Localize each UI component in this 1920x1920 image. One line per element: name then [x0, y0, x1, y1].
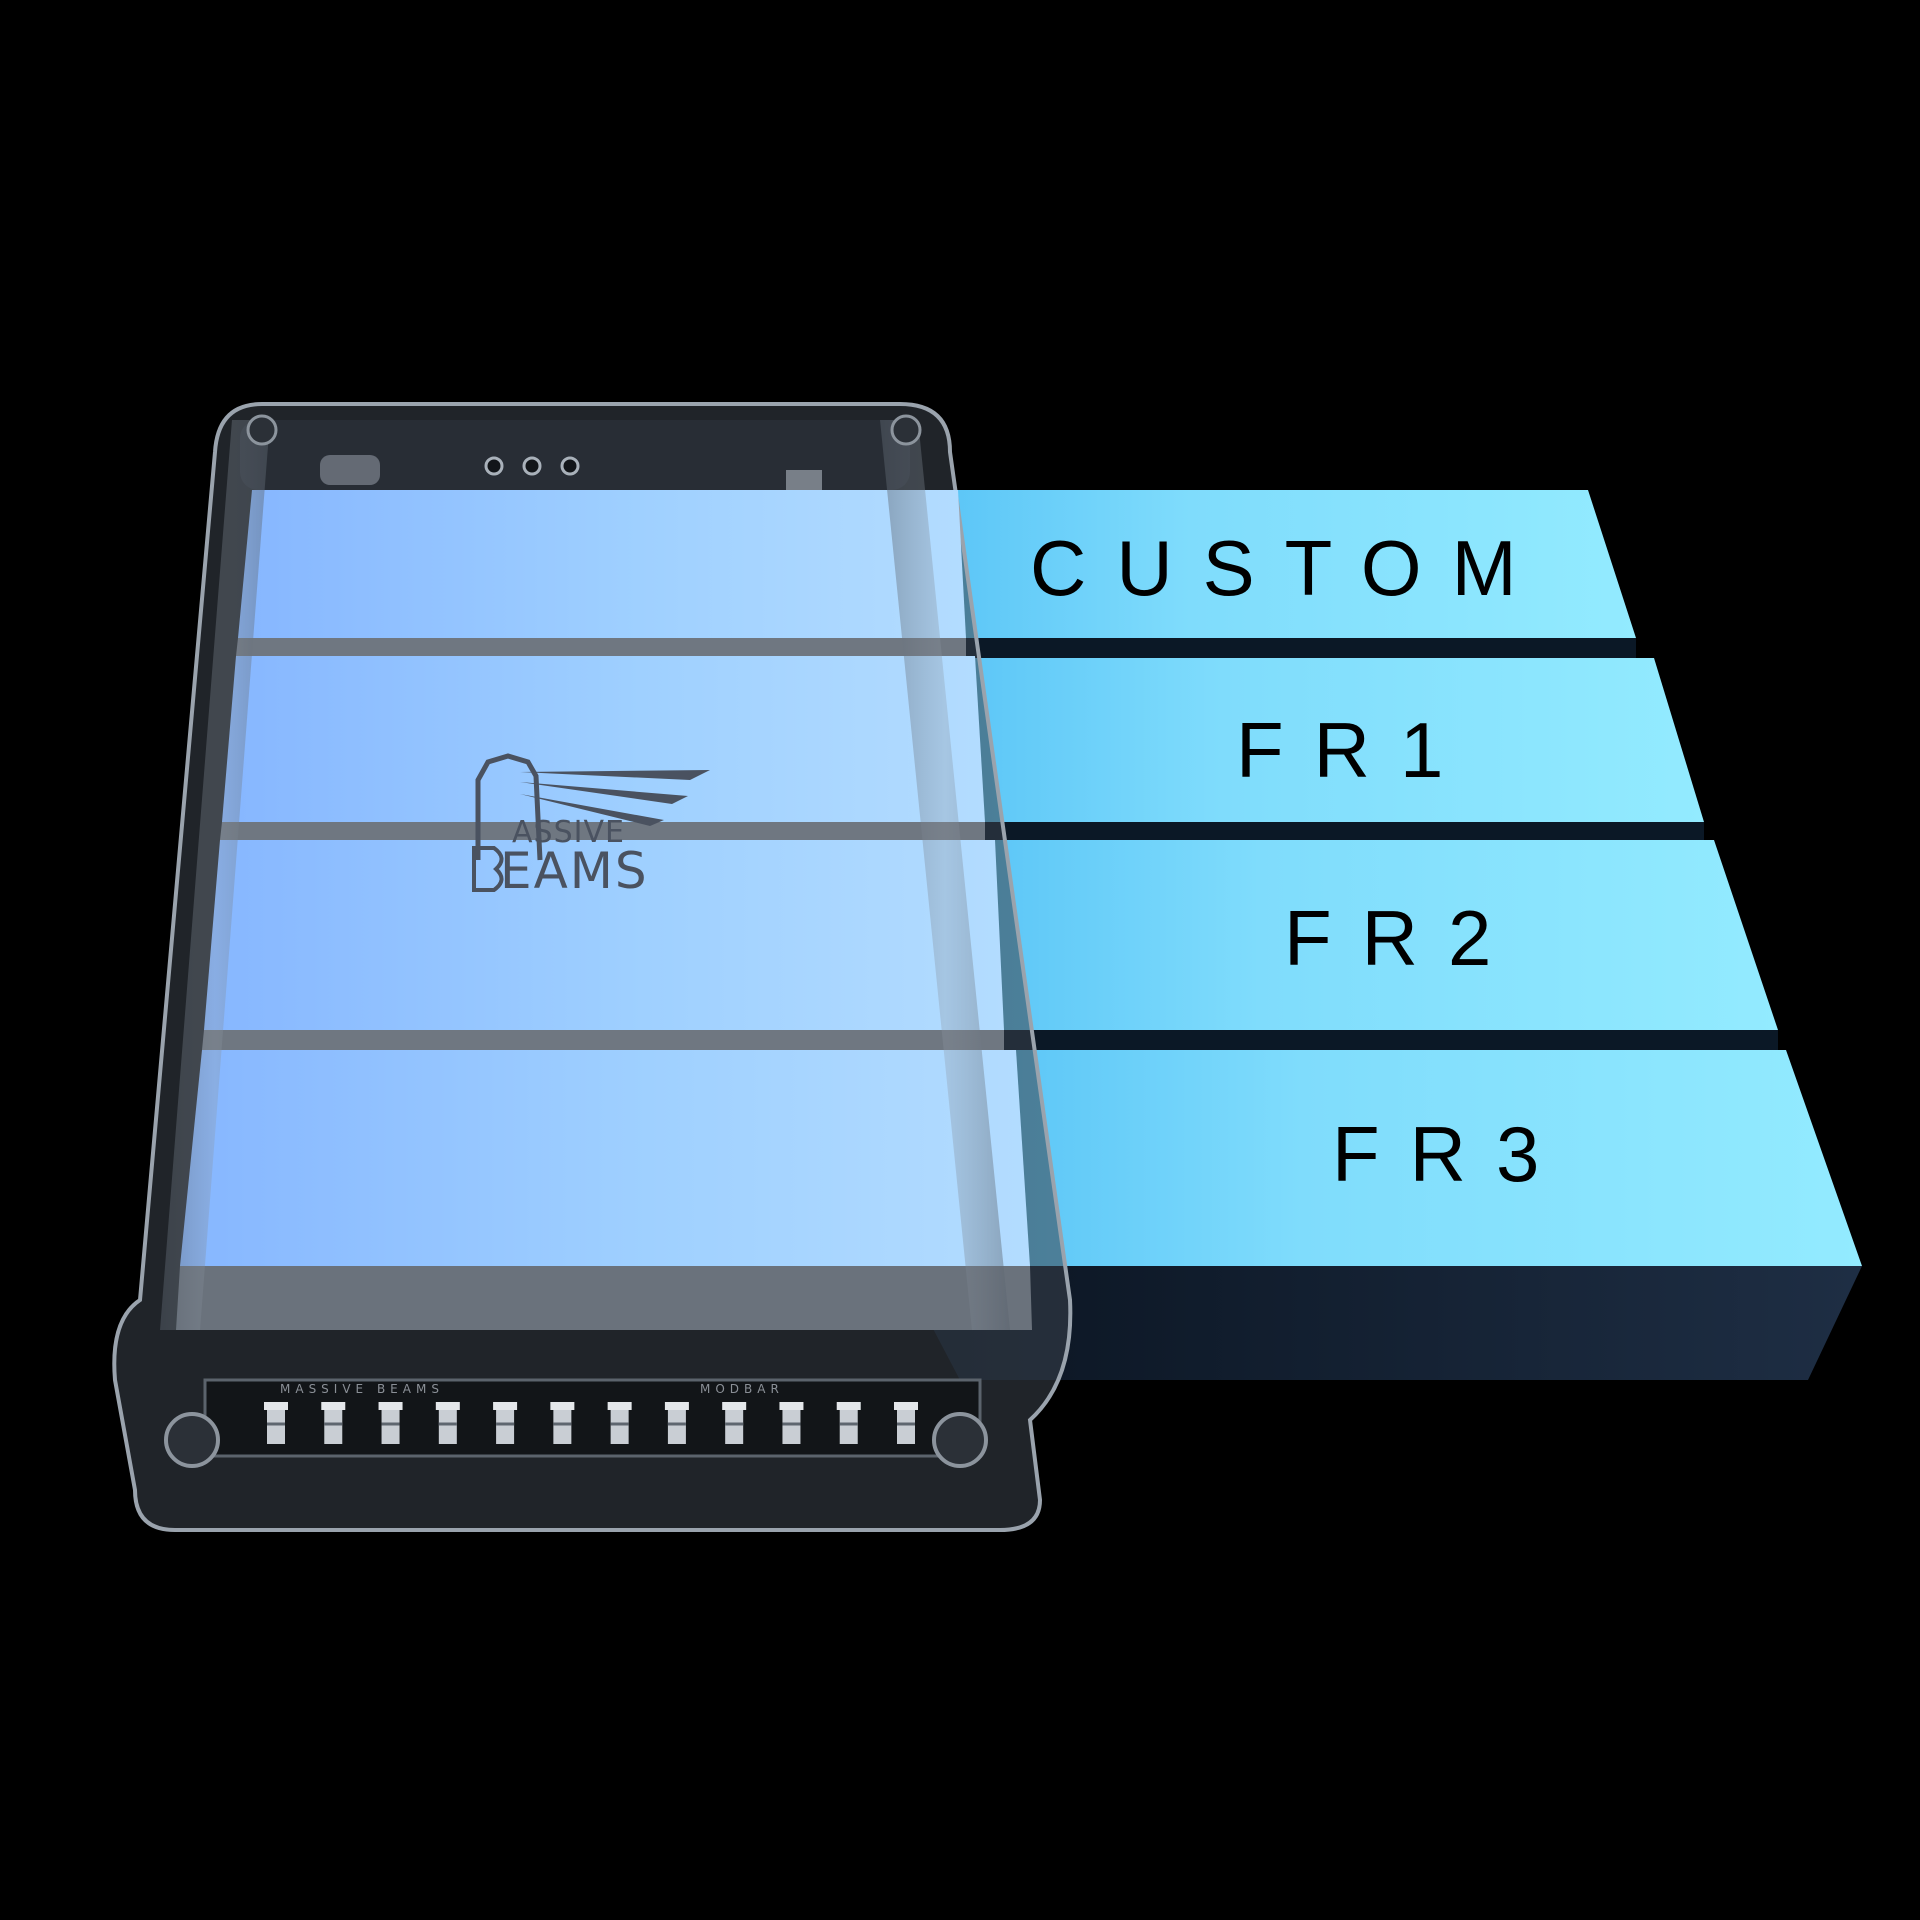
band-stack: CUSTOM FR1 FR2 FR3: [900, 490, 1862, 1380]
board-gap-3: [202, 1030, 1004, 1050]
etch-left: MASSIVE BEAMS: [280, 1382, 444, 1396]
board-stripe-2: [222, 656, 985, 822]
band-custom: [950, 490, 1636, 638]
logo-b-stroke: [472, 846, 504, 892]
etch-right: MODBAR: [700, 1382, 784, 1396]
band-gap-1: [958, 638, 1636, 658]
board-stripe-4: [180, 1050, 1030, 1266]
port-dot-3: [560, 456, 580, 476]
case-rail-left: [160, 420, 270, 1330]
base-slab: [900, 1266, 1862, 1380]
board-gap-1: [236, 638, 966, 656]
terminal-pins: [264, 1402, 918, 1444]
band-fr2: [980, 840, 1778, 1030]
corner-screw-tr: [890, 414, 922, 446]
board-bottom-band: [176, 1266, 1032, 1330]
terminal-pin: [836, 1402, 861, 1444]
logo-line-2: EAMS: [500, 842, 649, 900]
terminal-pin: [264, 1402, 288, 1444]
terminal-pin: [435, 1402, 460, 1444]
corner-screw-br: [932, 1412, 988, 1468]
board-stripe-1: [238, 490, 966, 638]
case-rail-right: [880, 420, 1010, 1330]
band-label-custom: CUSTOM: [1030, 524, 1547, 612]
terminal-pin: [321, 1402, 346, 1444]
brand-logo: ASSIVE EAMS: [472, 753, 710, 900]
terminal-pin: [493, 1402, 518, 1444]
port-dot-1: [484, 456, 504, 476]
band-gap-2: [975, 822, 1704, 840]
port-dot-2: [522, 456, 542, 476]
terminal-pin: [894, 1402, 918, 1444]
device: ASSIVE EAMS MASSIVE BEAMS MODBAR: [112, 402, 1073, 1532]
band-fr1: [962, 658, 1704, 822]
terminal-pin: [664, 1402, 689, 1444]
band-label-fr1: FR1: [1236, 706, 1473, 794]
logo-line-1: ASSIVE: [512, 815, 625, 850]
terminal-pin: [779, 1402, 804, 1444]
terminal-pin: [722, 1402, 747, 1444]
lighthouse-icon: [475, 753, 543, 861]
terminal-pin: [607, 1402, 632, 1444]
device-top-rail: [240, 420, 910, 490]
band-gap-3: [995, 1030, 1778, 1050]
top-connector: [320, 455, 380, 485]
corner-screw-tl: [246, 414, 278, 446]
corner-screw-bl: [164, 1412, 220, 1468]
board-stripe-3: [204, 840, 1004, 1030]
board-gap-2: [220, 822, 985, 840]
terminal-pin: [550, 1402, 575, 1444]
band-label-fr3: FR3: [1332, 1110, 1569, 1198]
band-label-fr2: FR2: [1284, 894, 1521, 982]
beam-rays-icon: [520, 770, 710, 826]
band-fr3: [1000, 1050, 1862, 1266]
terminal-pin: [378, 1402, 403, 1444]
